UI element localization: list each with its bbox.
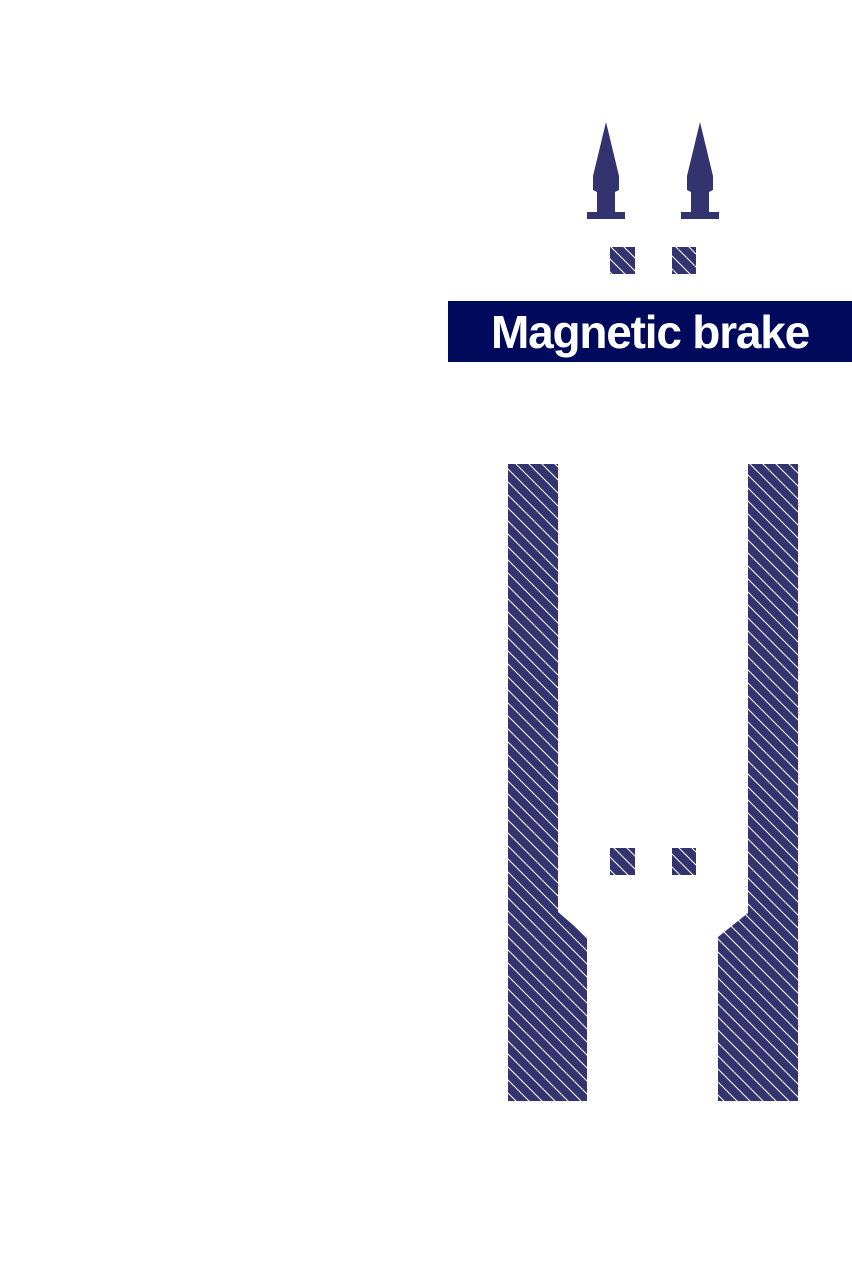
arrow-right-icon — [681, 122, 719, 219]
tube-wall-right — [718, 464, 798, 1101]
tube-wall-left — [508, 464, 587, 1101]
magnet-block-upper-right — [672, 247, 696, 274]
magnet-block-upper-left — [610, 247, 635, 274]
magnet-block-lower-left — [610, 848, 635, 875]
arrow-left-icon — [587, 122, 625, 219]
magnetic-brake-label: Magnetic brake — [448, 301, 852, 362]
magnet-block-lower-right — [672, 848, 696, 875]
magnetic-brake-label-text: Magnetic brake — [490, 305, 810, 358]
